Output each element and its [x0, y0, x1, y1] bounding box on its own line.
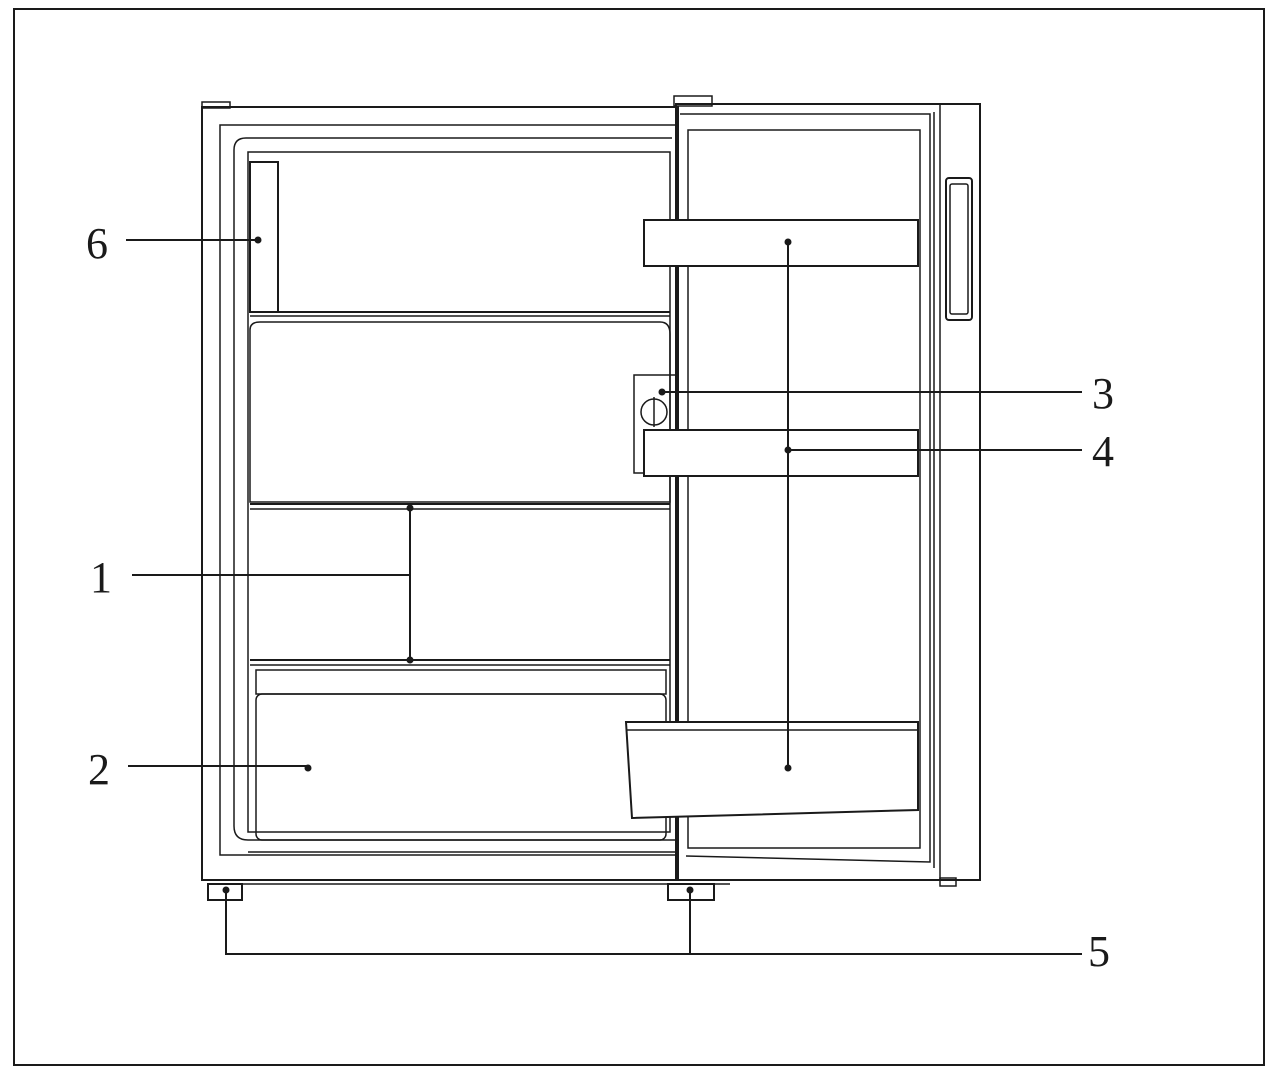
- leader-1-dot-bottom: [406, 656, 414, 664]
- leader-4-dot-top: [784, 238, 792, 246]
- callout-4: 4: [1092, 427, 1114, 476]
- callout-6: 6: [86, 219, 108, 268]
- leader-1-dot-top: [406, 504, 414, 512]
- leader-4-dot-bottom: [784, 764, 792, 772]
- evaporator-compartment: [249, 161, 279, 313]
- door-bin-bottom: [624, 721, 919, 820]
- door-bin-top: [643, 219, 919, 267]
- callout-1: 1: [90, 553, 112, 602]
- interior-back-panel: [247, 151, 671, 833]
- leader-5-dot-right: [686, 886, 694, 894]
- top-hinge-right: [673, 95, 713, 107]
- door-handle-inner: [949, 183, 969, 315]
- crisper-drawer: [255, 693, 667, 841]
- leader-3-dot: [658, 388, 666, 396]
- leader-5: [225, 890, 1082, 955]
- cabinet: [201, 101, 980, 885]
- door-liner: [680, 113, 931, 863]
- leader-6-dot: [254, 236, 262, 244]
- figure-frame: [13, 8, 1265, 1066]
- callout-2: 2: [88, 745, 110, 794]
- door-foot: [939, 877, 957, 887]
- callout-5: 5: [1088, 927, 1110, 976]
- door-outer: [675, 103, 981, 881]
- crisper-lid: [255, 669, 667, 695]
- liner-outline: [233, 137, 676, 841]
- door-handle: [945, 177, 973, 321]
- callout-3: 3: [1092, 369, 1114, 418]
- door: [673, 95, 981, 887]
- leader-2-dot: [304, 764, 312, 772]
- door-bin-middle: [643, 429, 919, 477]
- leader-5-dot-left: [222, 886, 230, 894]
- cabinet-inner-wall: [219, 124, 679, 856]
- door-inner-panel: [687, 129, 921, 849]
- drip-tray: [249, 321, 671, 503]
- leaders: [126, 236, 1082, 955]
- leader-4-dot-middle: [784, 446, 792, 454]
- shelves: [250, 503, 670, 666]
